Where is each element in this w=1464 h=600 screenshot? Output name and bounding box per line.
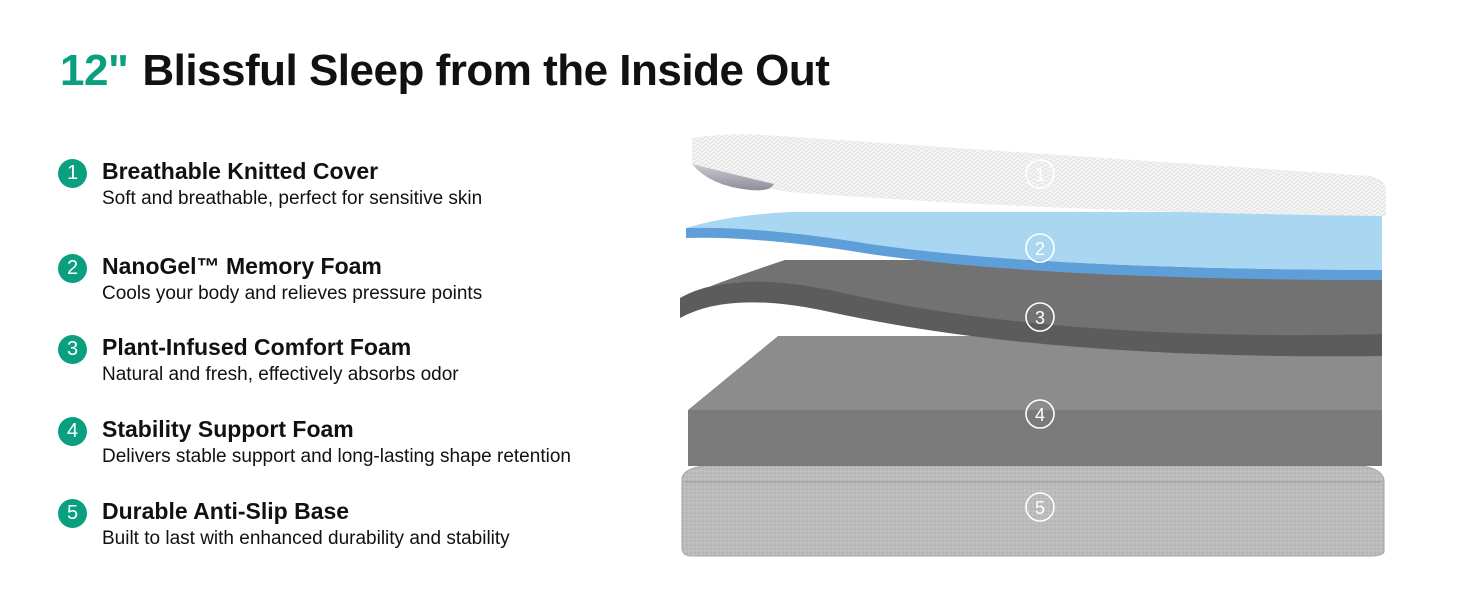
layer-number-2: 2 (1025, 233, 1055, 263)
feature-description: Built to last with enhanced durability a… (102, 528, 510, 549)
feature-list: 1 Breathable Knitted Cover Soft and brea… (58, 0, 658, 600)
layer-1-cover: 1 (692, 134, 1386, 216)
number-badge-3: 3 (58, 335, 87, 364)
layer-2-memory-foam: 2 (686, 212, 1382, 280)
svg-text:5: 5 (1035, 498, 1045, 518)
mattress-layers-illustration: 5 4 3 2 1 (680, 134, 1386, 557)
feature-title: Breathable Knitted Cover (102, 158, 379, 184)
layer-5-base: 5 (681, 465, 1385, 557)
layer-3-comfort-foam: 3 (680, 260, 1382, 357)
headline-text: Blissful Sleep from the Inside Out (142, 46, 830, 95)
layer-number-1: 1 (1025, 159, 1055, 189)
feature-description: Cools your body and relieves pressure po… (102, 283, 483, 304)
number-badge-5: 5 (58, 499, 87, 528)
svg-text:4: 4 (1035, 405, 1045, 425)
svg-text:2: 2 (1035, 239, 1045, 259)
feature-description: Soft and breathable, perfect for sensiti… (102, 188, 483, 209)
layer-number-5: 5 (1025, 492, 1055, 522)
feature-title: Stability Support Foam (102, 416, 354, 442)
feature-description: Natural and fresh, effectively absorbs o… (102, 364, 459, 385)
layer-4-support-foam: 4 (688, 336, 1382, 466)
layer-number-3: 3 (1025, 302, 1055, 332)
feature-item-base: 5 Durable Anti-Slip Base Built to last w… (58, 498, 658, 558)
page-title: 12" Blissful Sleep from the Inside Out (60, 46, 830, 96)
feature-item-cover: 1 Breathable Knitted Cover Soft and brea… (58, 158, 658, 218)
svg-text:1: 1 (1035, 165, 1045, 185)
feature-title: NanoGel™ Memory Foam (102, 253, 382, 279)
number-badge-2: 2 (58, 254, 87, 283)
svg-text:3: 3 (1035, 308, 1045, 328)
feature-title: Durable Anti-Slip Base (102, 498, 350, 524)
feature-description: Delivers stable support and long-lasting… (102, 446, 571, 467)
feature-item-memory-foam: 2 NanoGel™ Memory Foam Cools your body a… (58, 253, 658, 313)
feature-title: Plant-Infused Comfort Foam (102, 334, 412, 360)
feature-item-comfort-foam: 3 Plant-Infused Comfort Foam Natural and… (58, 334, 658, 394)
number-badge-1: 1 (58, 159, 87, 188)
layer-number-4: 4 (1025, 399, 1055, 429)
number-badge-4: 4 (58, 417, 87, 446)
feature-item-support-foam: 4 Stability Support Foam Delivers stable… (58, 416, 658, 476)
headline-size: 12" (60, 46, 129, 95)
